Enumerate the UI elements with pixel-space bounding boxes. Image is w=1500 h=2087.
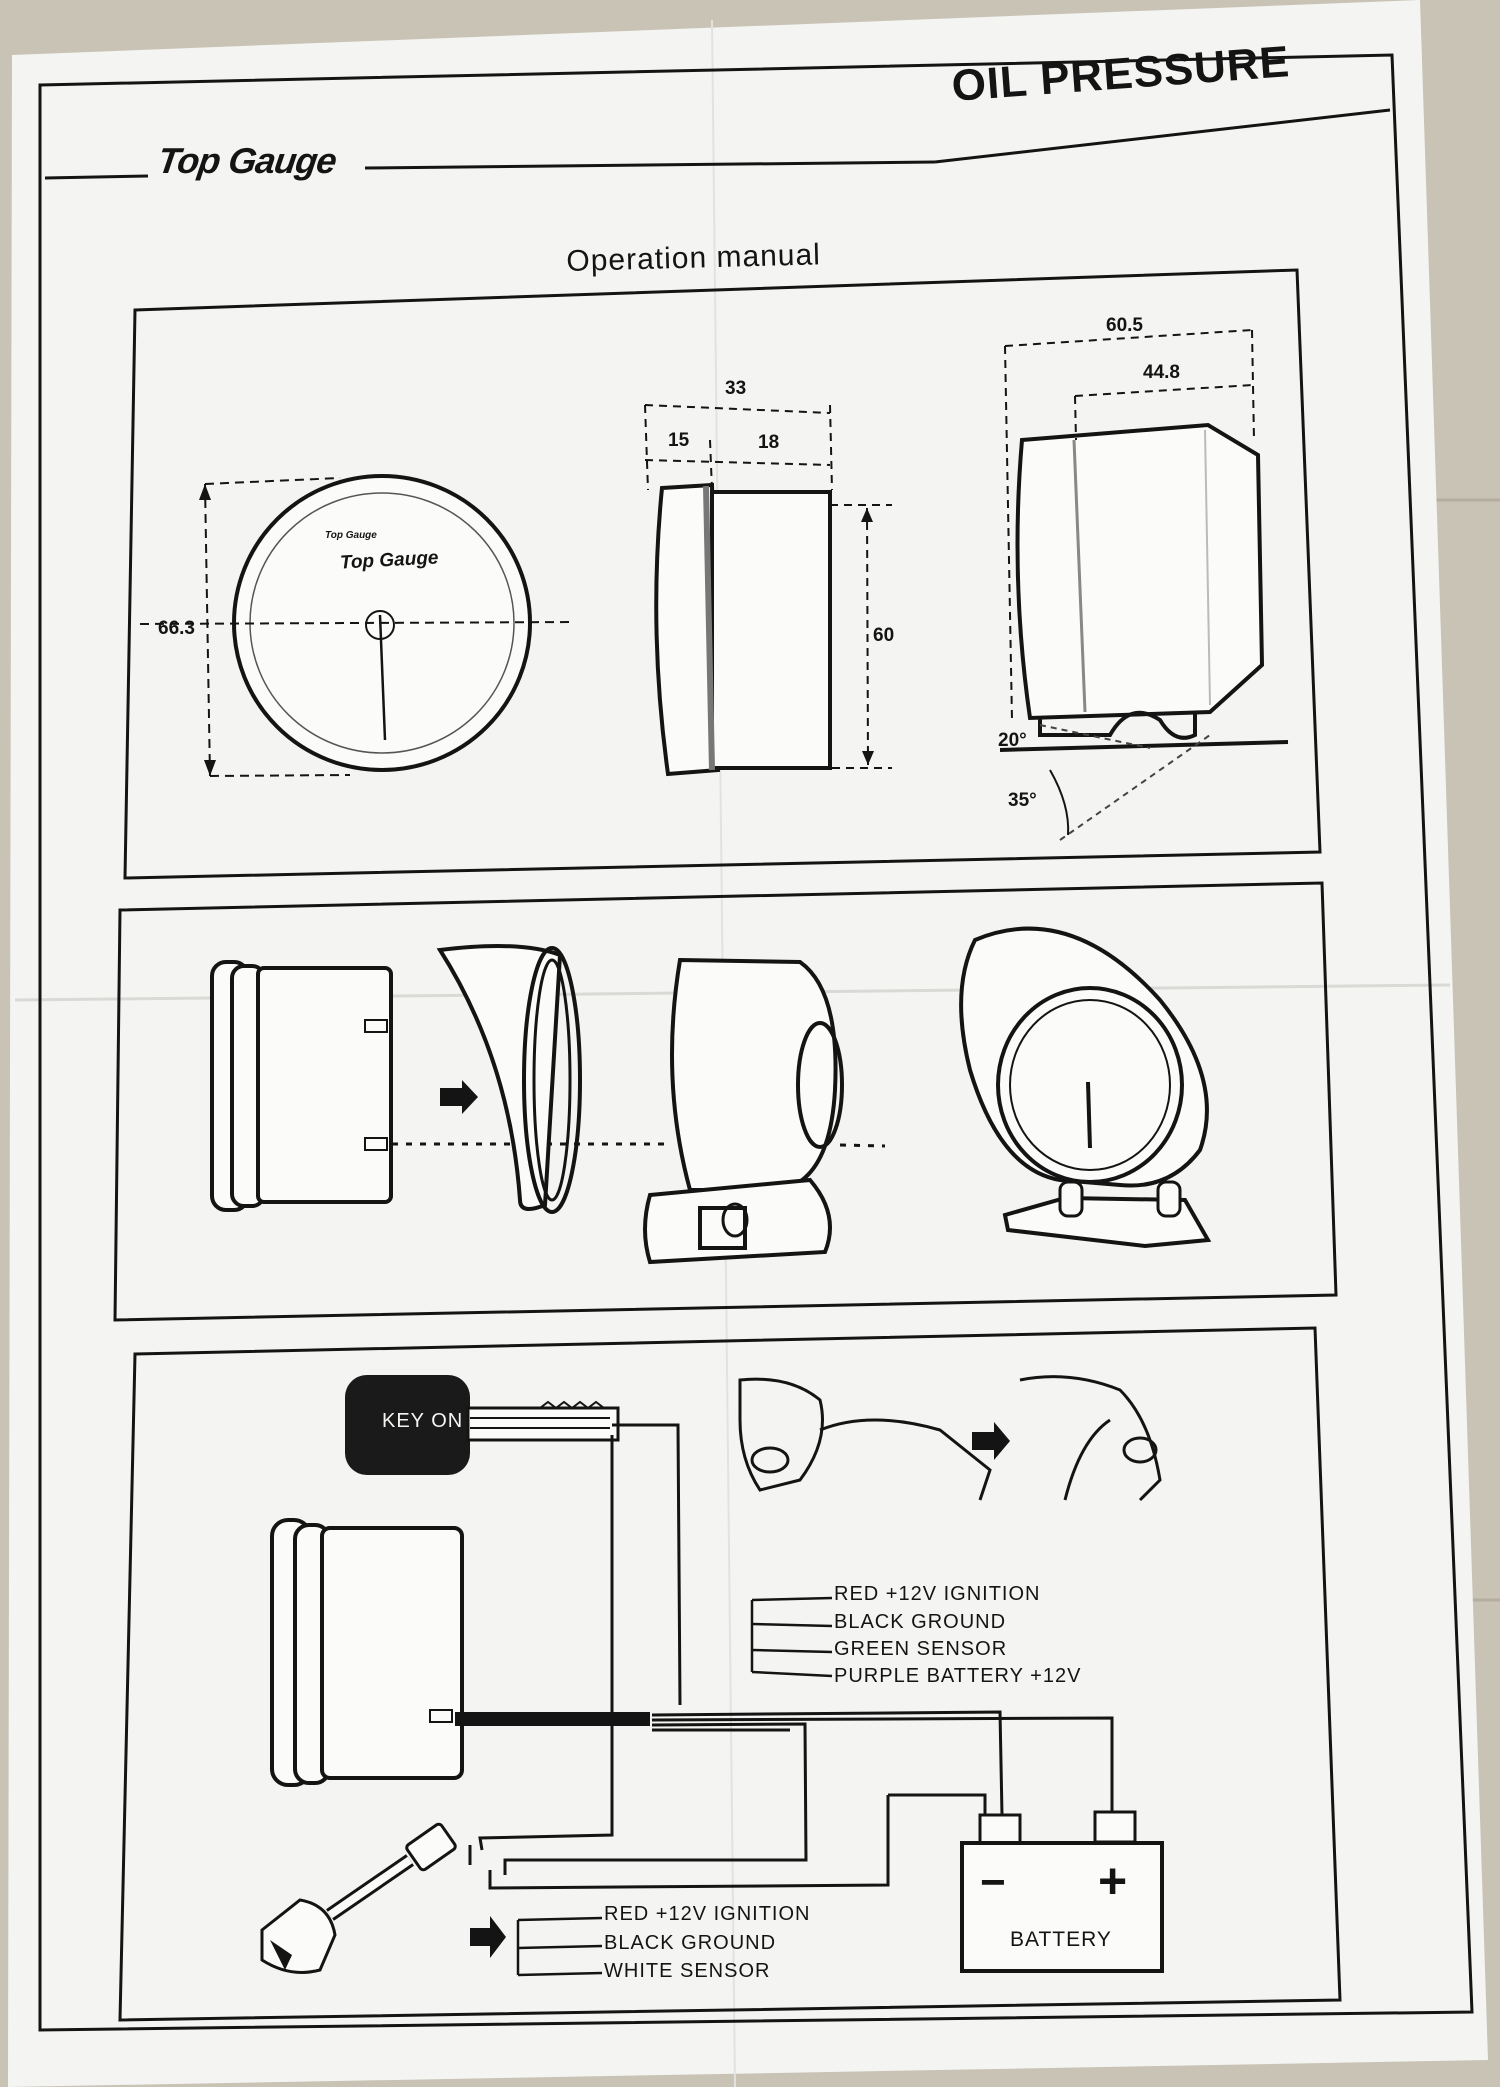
cup-mount-illustration (643, 957, 886, 1265)
dimensions-panel (123, 268, 1322, 880)
gauge-body-illustration (210, 960, 670, 1212)
dimension-body-height: 60 (873, 625, 895, 646)
dimension-depth-total: 33 (725, 378, 747, 399)
gauge-wire-red: RED +12V IGNITION (834, 1583, 1041, 1605)
dimension-diameter: 66.3 (158, 618, 195, 639)
dimension-depth-rear: 18 (758, 432, 780, 453)
key-on-label: KEY ON (382, 1410, 464, 1432)
brand-logo-text: Top Gauge (155, 140, 339, 181)
sensor-wire-black: BLACK GROUND (604, 1932, 777, 1954)
gauge-wire-green: GREEN SENSOR (834, 1638, 1008, 1660)
gauge-side-view (644, 404, 892, 777)
battery-label: BATTERY (1010, 1928, 1112, 1951)
wiring-lines (468, 1423, 1114, 1890)
dimension-tilt-down: 35° (1008, 790, 1037, 811)
dial-small-brand: Top Gauge (325, 530, 377, 541)
dimension-depth-front: 15 (668, 430, 690, 451)
gauge-wire-black: BLACK GROUND (834, 1611, 1007, 1633)
arrow-right-icon (440, 1080, 478, 1114)
wiring-panel (118, 1326, 1342, 2022)
arrow-right-icon (972, 1422, 1010, 1460)
gauge-wire-brackets (750, 1596, 833, 1678)
battery-minus-symbol: − (980, 1858, 1006, 1907)
sensor-plug-illustration (260, 1822, 457, 1974)
wire-bundle (455, 1712, 650, 1726)
battery-illustration (960, 1810, 1164, 1973)
sensor-wire-brackets (516, 1916, 603, 1977)
dimension-mount-body: 44.8 (1143, 362, 1180, 383)
arrow-right-icon (470, 1916, 506, 1958)
dimension-tilt-up: 20° (998, 730, 1027, 751)
visor-illustration (436, 944, 582, 1214)
assembly-panel (113, 881, 1338, 1322)
key-icon (345, 1375, 620, 1475)
assembled-gauge-illustration (959, 926, 1212, 1249)
mount-side-view (999, 329, 1289, 841)
outer-border (38, 53, 1474, 2032)
connector-clip-illustration (738, 1375, 1162, 1502)
gauge-front-view (139, 474, 576, 777)
gauge-wire-purple: PURPLE BATTERY +12V (834, 1665, 1082, 1687)
sensor-wire-red: RED +12V IGNITION (604, 1903, 811, 1925)
battery-plus-symbol: + (1098, 1853, 1128, 1909)
manual-subtitle: Operation manual (566, 238, 822, 278)
dimension-mount-total: 60.5 (1106, 315, 1143, 336)
gauge-body-wiring (270, 1518, 464, 1787)
sensor-wire-white: WHITE SENSOR (604, 1960, 771, 1982)
